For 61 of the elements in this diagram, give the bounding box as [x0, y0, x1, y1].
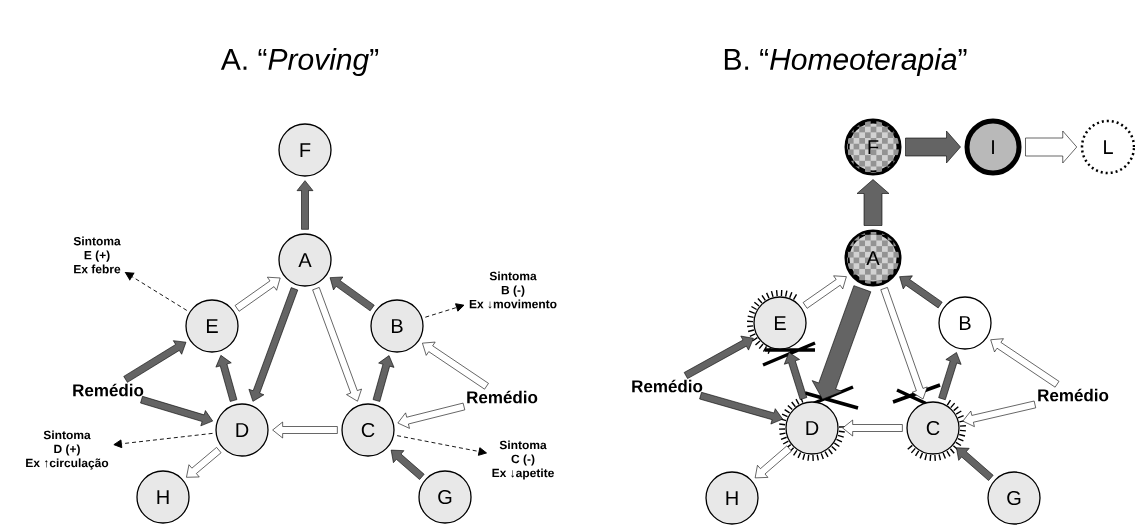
remedy-label: Remédio	[467, 390, 538, 404]
block-arrow	[296, 180, 314, 230]
block-arrow	[754, 445, 792, 479]
block-arrow	[140, 396, 213, 427]
block-arrow	[699, 391, 783, 425]
block-arrow	[329, 276, 375, 312]
circle-node: A	[278, 233, 332, 287]
circle-node: H	[705, 471, 759, 525]
block-arrow	[905, 130, 961, 164]
dashed-arrow	[113, 432, 213, 449]
symptom-label: Sintoma D (+) Ex ↑circulação	[26, 430, 109, 470]
circle-node: G	[987, 471, 1041, 525]
circle-node: E	[185, 299, 239, 353]
remedy-label: Remédio	[1038, 388, 1109, 402]
block-arrow	[422, 341, 489, 390]
dashed-arrow	[396, 435, 487, 456]
block-arrow	[956, 447, 994, 481]
circle-node: C	[906, 401, 960, 455]
circle-node: D	[785, 401, 839, 455]
block-arrow	[397, 402, 466, 429]
block-arrow	[215, 355, 238, 402]
block-arrow	[234, 276, 281, 312]
block-arrow	[842, 419, 903, 437]
checkered-circle-node: F	[844, 118, 902, 176]
block-arrow	[312, 287, 362, 402]
block-arrow	[123, 340, 187, 383]
block-arrow	[248, 287, 299, 402]
block-arrow	[1025, 130, 1078, 164]
panel-title: B. “Homeoterapia”	[724, 48, 967, 76]
block-arrow	[880, 287, 928, 400]
block-arrow	[990, 338, 1060, 388]
circle-node: B	[938, 296, 992, 350]
block-arrow	[856, 179, 890, 226]
symptom-label: Sintoma C (-) Ex ↓apetite	[492, 440, 554, 480]
block-arrow	[390, 449, 425, 480]
block-arrow	[811, 285, 872, 400]
symptom-label: Sintoma E (+) Ex febre	[73, 236, 121, 274]
block-arrow	[802, 275, 847, 309]
circle-node: H	[136, 470, 190, 524]
dashed-arrow	[125, 272, 188, 311]
block-arrow	[899, 275, 943, 309]
block-arrow	[962, 400, 1037, 427]
circle-node: E	[753, 296, 807, 350]
panel-title: A. “Proving”	[220, 48, 379, 76]
circle-node: C	[341, 403, 395, 457]
block-arrow	[784, 352, 808, 400]
dashed-arrow	[424, 303, 465, 318]
circle-node: F	[278, 123, 332, 177]
block-arrow	[372, 355, 395, 402]
remedy-label: Remédio	[632, 379, 703, 393]
circle-node: B	[370, 299, 424, 353]
circle-node: G	[418, 470, 472, 524]
block-arrow	[683, 335, 754, 379]
block-arrow	[272, 421, 338, 439]
circle-node: D	[215, 403, 269, 457]
remedy-label: Remédio	[73, 383, 144, 397]
block-arrow	[938, 352, 962, 401]
ringed-circle-node: I	[964, 118, 1022, 176]
checkered-circle-node: A	[844, 229, 902, 287]
block-arrow	[186, 447, 222, 478]
symptom-label: Sintoma B (-) Ex ↓movimento	[469, 271, 557, 309]
